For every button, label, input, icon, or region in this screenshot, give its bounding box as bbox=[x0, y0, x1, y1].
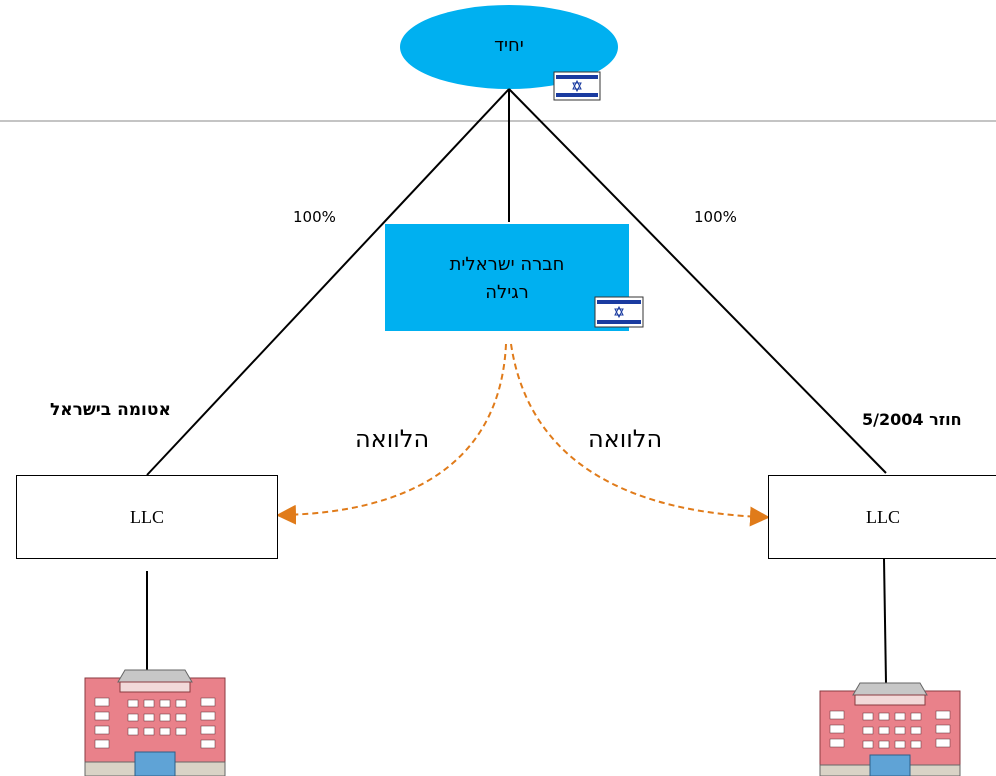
loan-label-right: הלוואה bbox=[588, 425, 663, 453]
israel-flag-icon bbox=[594, 296, 644, 328]
loan-arrow-left bbox=[276, 343, 507, 525]
israel-flag-icon bbox=[553, 71, 601, 101]
llc-right-note: חוזר 5/2004 bbox=[862, 410, 962, 429]
ownership-line-right bbox=[508, 88, 887, 474]
company-label-line2: רגילה bbox=[485, 282, 529, 303]
hotel-building-icon bbox=[819, 682, 961, 776]
ownership-line-left bbox=[146, 88, 510, 476]
llc-box-right: LLC bbox=[768, 475, 996, 559]
llc-left-label: LLC bbox=[130, 506, 164, 527]
llc-right-label: LLC bbox=[866, 506, 900, 527]
hotel-building-icon bbox=[84, 669, 226, 776]
loan-label-left: הלוואה bbox=[355, 425, 430, 453]
israeli-company-box bbox=[385, 224, 629, 331]
company-label-line1: חברה ישראלית bbox=[449, 254, 565, 275]
llc-box-left: LLC bbox=[16, 475, 278, 559]
ownership-percent-left: 100% bbox=[293, 208, 336, 226]
individual-label: יחיד bbox=[494, 35, 524, 56]
llc-left-note: אטומה בישראל bbox=[50, 400, 171, 420]
loan-arrow-right bbox=[510, 343, 770, 527]
ownership-percent-right: 100% bbox=[694, 208, 737, 226]
property-line-right bbox=[883, 558, 887, 684]
individual-ellipse bbox=[400, 5, 618, 89]
